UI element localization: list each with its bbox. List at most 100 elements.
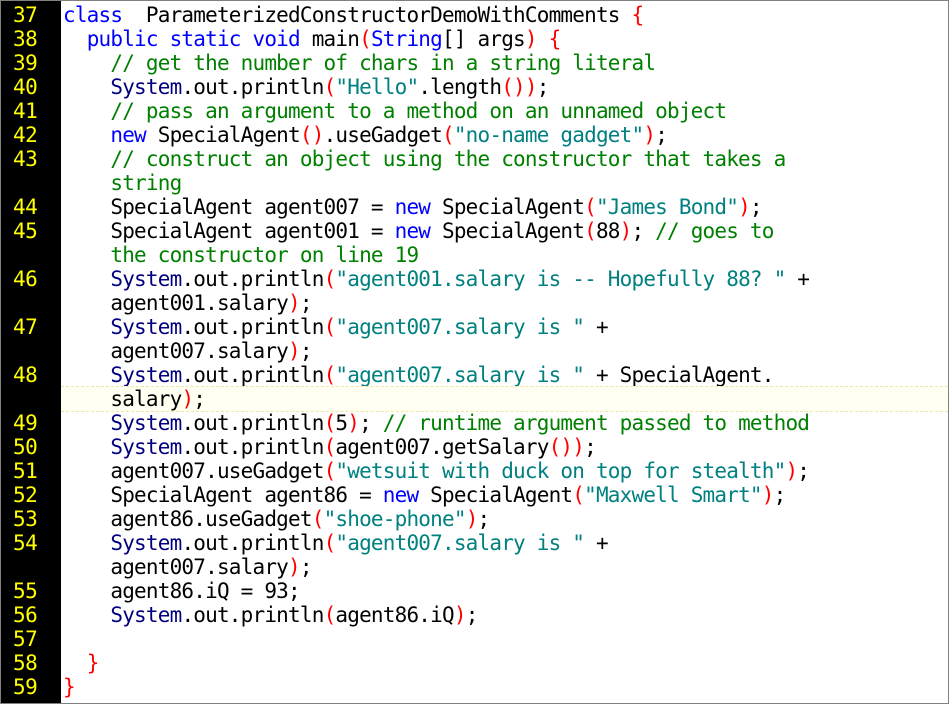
code-line[interactable]: 50 System.out.println(agent007.getSalary… <box>13 435 948 459</box>
code-token: "no-name gadget" <box>453 123 644 147</box>
code-line[interactable]: 39 // get the number of chars in a strin… <box>13 51 948 75</box>
code-text: new SpecialAgent().useGadget("no-name ga… <box>61 123 667 147</box>
code-token: ( <box>442 123 455 147</box>
code-token: agent007.useGadget <box>63 459 324 483</box>
line-number: 37 <box>13 3 38 27</box>
code-line[interactable]: 37 class ParameterizedConstructorDemoWith… <box>13 3 948 27</box>
code-line[interactable]: 42 new SpecialAgent().useGadget("no-name… <box>13 123 948 147</box>
code-token: () <box>501 75 525 99</box>
code-token: "wetsuit with duck on top for stealth" <box>335 459 786 483</box>
code-token <box>63 363 110 387</box>
line-number: 41 <box>13 99 38 123</box>
code-line[interactable]: 46 System.out.println("agent001.salary i… <box>13 267 948 291</box>
code-token <box>63 147 110 171</box>
line-number: 59 <box>13 675 38 699</box>
code-token: .length <box>418 75 502 99</box>
code-text: System.out.println(agent86.iQ); <box>61 603 478 627</box>
code-line[interactable]: 59} <box>13 675 948 699</box>
code-line[interactable]: 45 SpecialAgent agent001 = new SpecialAg… <box>13 219 948 243</box>
code-token: ) <box>785 459 798 483</box>
code-token: .out.println <box>181 435 324 459</box>
code-token: "James Bond" <box>595 195 739 219</box>
code-line[interactable]: string <box>61 171 948 195</box>
code-token: main <box>299 27 360 51</box>
code-line[interactable]: agent007.salary); <box>61 339 948 363</box>
code-token: ) <box>288 339 301 363</box>
line-number: 53 <box>13 507 38 531</box>
code-token: agent001.salary <box>63 291 289 315</box>
code-token: ( <box>323 315 337 339</box>
code-token: agent86.iQ = 93; <box>63 579 300 603</box>
code-line[interactable]: agent007.salary); <box>61 555 948 579</box>
code-token <box>63 411 110 435</box>
code-token: "Hello" <box>335 75 419 99</box>
code-token: ) <box>524 27 538 51</box>
code-line[interactable]: 55 agent86.iQ = 93; <box>13 579 948 603</box>
code-token: ; <box>299 291 313 315</box>
code-token: ( <box>311 507 325 531</box>
code-line[interactable]: salary); <box>61 386 948 412</box>
code-line[interactable]: 47 System.out.println("agent007.salary i… <box>13 315 948 339</box>
line-number: 57 <box>13 627 38 651</box>
code-token: void <box>252 27 301 51</box>
code-token: // pass an argument to a method on an un… <box>110 99 727 123</box>
code-text: System.out.println("agent007.salary is "… <box>61 363 774 387</box>
code-text: agent007.salary); <box>61 555 312 579</box>
code-token <box>63 651 87 675</box>
code-token: agent007.salary <box>63 339 289 363</box>
code-line[interactable]: 54 System.out.println("agent007.salary i… <box>13 531 948 555</box>
code-token <box>63 603 110 627</box>
code-token: ) <box>643 123 656 147</box>
line-number: 49 <box>13 411 38 435</box>
code-line[interactable]: 49 System.out.println(5); // runtime arg… <box>13 411 948 435</box>
code-token: "agent007.salary is " <box>335 363 585 387</box>
code-line[interactable]: agent001.salary); <box>61 291 948 315</box>
code-line[interactable]: 57 <box>13 627 948 651</box>
code-line[interactable]: 48 System.out.println("agent007.salary i… <box>13 363 948 387</box>
code-line[interactable]: the constructor on line 19 <box>61 243 948 267</box>
code-area[interactable]: 37 class ParameterizedConstructorDemoWith… <box>13 3 948 699</box>
code-line[interactable]: 44 SpecialAgent agent007 = new SpecialAg… <box>13 195 948 219</box>
code-token: SpecialAgent agent001 = <box>63 219 395 243</box>
code-text: SpecialAgent agent007 = new SpecialAgent… <box>61 195 762 219</box>
line-number: 45 <box>13 219 38 243</box>
code-token: "Maxwell Smart" <box>584 483 762 507</box>
line-number: 44 <box>13 195 38 219</box>
code-line[interactable]: 43 // construct an object using the cons… <box>13 147 948 171</box>
code-token: () <box>548 435 573 459</box>
code-token: } <box>63 675 76 699</box>
code-line[interactable]: 53 agent86.useGadget("shoe-phone"); <box>13 507 948 531</box>
line-number: 55 <box>13 579 38 603</box>
code-text: System.out.println("Hello".length()); <box>61 75 549 99</box>
code-line[interactable]: 51 agent007.useGadget("wetsuit with duck… <box>13 459 948 483</box>
code-token <box>63 75 110 99</box>
code-line[interactable]: 41 // pass an argument to a method on an… <box>13 99 948 123</box>
code-token: class <box>63 3 123 27</box>
line-number: 48 <box>13 363 38 387</box>
code-token: ; <box>299 339 313 363</box>
code-token: ( <box>323 267 337 291</box>
code-token: System <box>110 531 182 555</box>
code-line[interactable]: 56 System.out.println(agent86.iQ); <box>13 603 948 627</box>
code-text: class ParameterizedConstructorDemoWithCo… <box>61 3 644 27</box>
code-text: string <box>61 171 182 195</box>
code-text: agent007.useGadget("wetsuit with duck on… <box>61 459 810 483</box>
code-token: ) <box>524 75 538 99</box>
code-line[interactable]: 38 public static void main(String[] args… <box>13 27 948 51</box>
code-token: ParameterizedConstructorDemoWithComments <box>122 3 632 27</box>
code-token: // runtime argument passed to method <box>382 411 810 435</box>
code-token: ( <box>323 603 337 627</box>
code-line[interactable]: 52 SpecialAgent agent86 = new SpecialAge… <box>13 483 948 507</box>
code-token: SpecialAgent <box>145 123 301 147</box>
code-token: ( <box>323 435 337 459</box>
code-token: // get the number of chars in a string l… <box>110 51 656 75</box>
code-token: System <box>110 267 182 291</box>
code-token: [] args <box>442 27 526 51</box>
code-token: .out.println <box>181 603 324 627</box>
code-token: ( <box>323 459 337 483</box>
line-number: 43 <box>13 147 38 171</box>
code-line[interactable]: 40 System.out.println("Hello".length()); <box>13 75 948 99</box>
code-token: string <box>110 171 182 195</box>
code-line[interactable]: 58 } <box>13 651 948 675</box>
